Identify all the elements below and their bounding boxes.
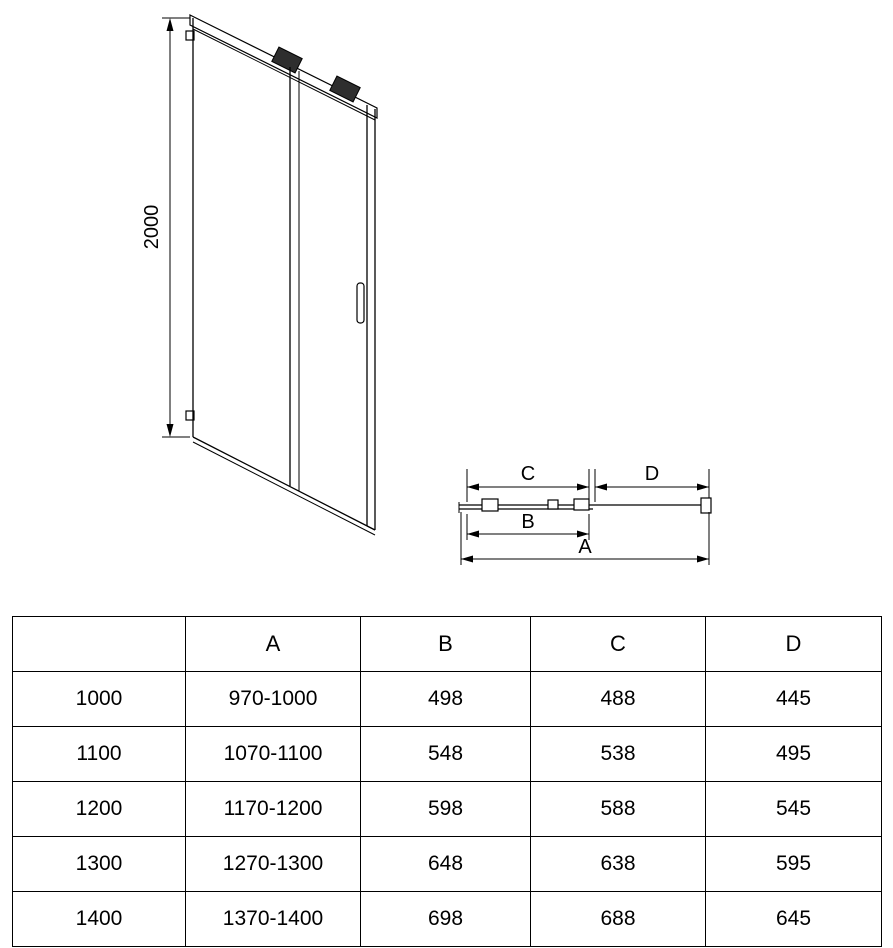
profile-block [573, 498, 590, 511]
dim-label-b: B [521, 511, 534, 533]
table-cell: 548 [360, 726, 531, 782]
table-cell: 488 [530, 671, 706, 727]
table-cell: 1070-1100 [185, 726, 361, 782]
table-cell: 1000 [12, 671, 186, 727]
header-cell-size [12, 616, 186, 672]
table-cell: 498 [360, 671, 531, 727]
plan-view-drawing: C D B A [458, 463, 712, 565]
table-cell: 495 [705, 726, 882, 782]
table-cell: 445 [705, 671, 882, 727]
height-dimension-label: 2000 [141, 205, 163, 250]
header-cell-a: A [185, 616, 361, 672]
header-cell-b: B [360, 616, 531, 672]
table-cell: 1170-1200 [185, 781, 361, 837]
table-cell: 1200 [12, 781, 186, 837]
profile-block [547, 499, 559, 510]
table-cell: 1400 [12, 891, 186, 947]
dim-label-d: D [645, 463, 659, 485]
table-row: 1400 1370-1400 698 688 645 [12, 891, 882, 947]
table-row: 1100 1070-1100 548 538 495 [12, 726, 882, 782]
table-cell: 1100 [12, 726, 186, 782]
dimension-d: D [594, 463, 710, 502]
dim-label-a: A [578, 536, 592, 558]
table-cell: 1270-1300 [185, 836, 361, 892]
table-row: 1200 1170-1200 598 588 545 [12, 781, 882, 837]
dim-label-c: C [521, 463, 535, 485]
table-cell: 645 [705, 891, 882, 947]
table-cell: 648 [360, 836, 531, 892]
table-cell: 688 [530, 891, 706, 947]
table-cell: 1370-1400 [185, 891, 361, 947]
table-cell: 595 [705, 836, 882, 892]
front-view-drawing: 2000 [141, 14, 378, 536]
profile-end-cap [700, 497, 712, 514]
table-cell: 1300 [12, 836, 186, 892]
door-handle-icon [356, 282, 365, 324]
table-cell: 698 [360, 891, 531, 947]
height-dimension: 2000 [141, 17, 190, 438]
table-header-row: A B C D [12, 616, 882, 672]
dimension-a: A [460, 512, 710, 565]
table-cell: 538 [530, 726, 706, 782]
table-cell: 598 [360, 781, 531, 837]
table-row: 1300 1270-1300 648 638 595 [12, 836, 882, 892]
dimension-b: B [466, 511, 590, 540]
header-cell-c: C [530, 616, 706, 672]
dimension-c: C [466, 463, 590, 502]
roller-carriage-icon [329, 75, 361, 103]
door-assembly [185, 14, 378, 536]
profile-block [481, 498, 499, 512]
wall-bracket-icon [185, 410, 195, 421]
track-profile [458, 497, 712, 514]
wall-bracket-icon [185, 30, 195, 41]
table-cell: 970-1000 [185, 671, 361, 727]
table-cell: 545 [705, 781, 882, 837]
header-cell-d: D [705, 616, 882, 672]
table-cell: 588 [530, 781, 706, 837]
size-table: A B C D 1000 970-1000 498 488 445 1100 1… [12, 616, 882, 947]
table-row: 1000 970-1000 498 488 445 [12, 671, 882, 727]
table-cell: 638 [530, 836, 706, 892]
roller-carriage-icon [271, 46, 303, 74]
